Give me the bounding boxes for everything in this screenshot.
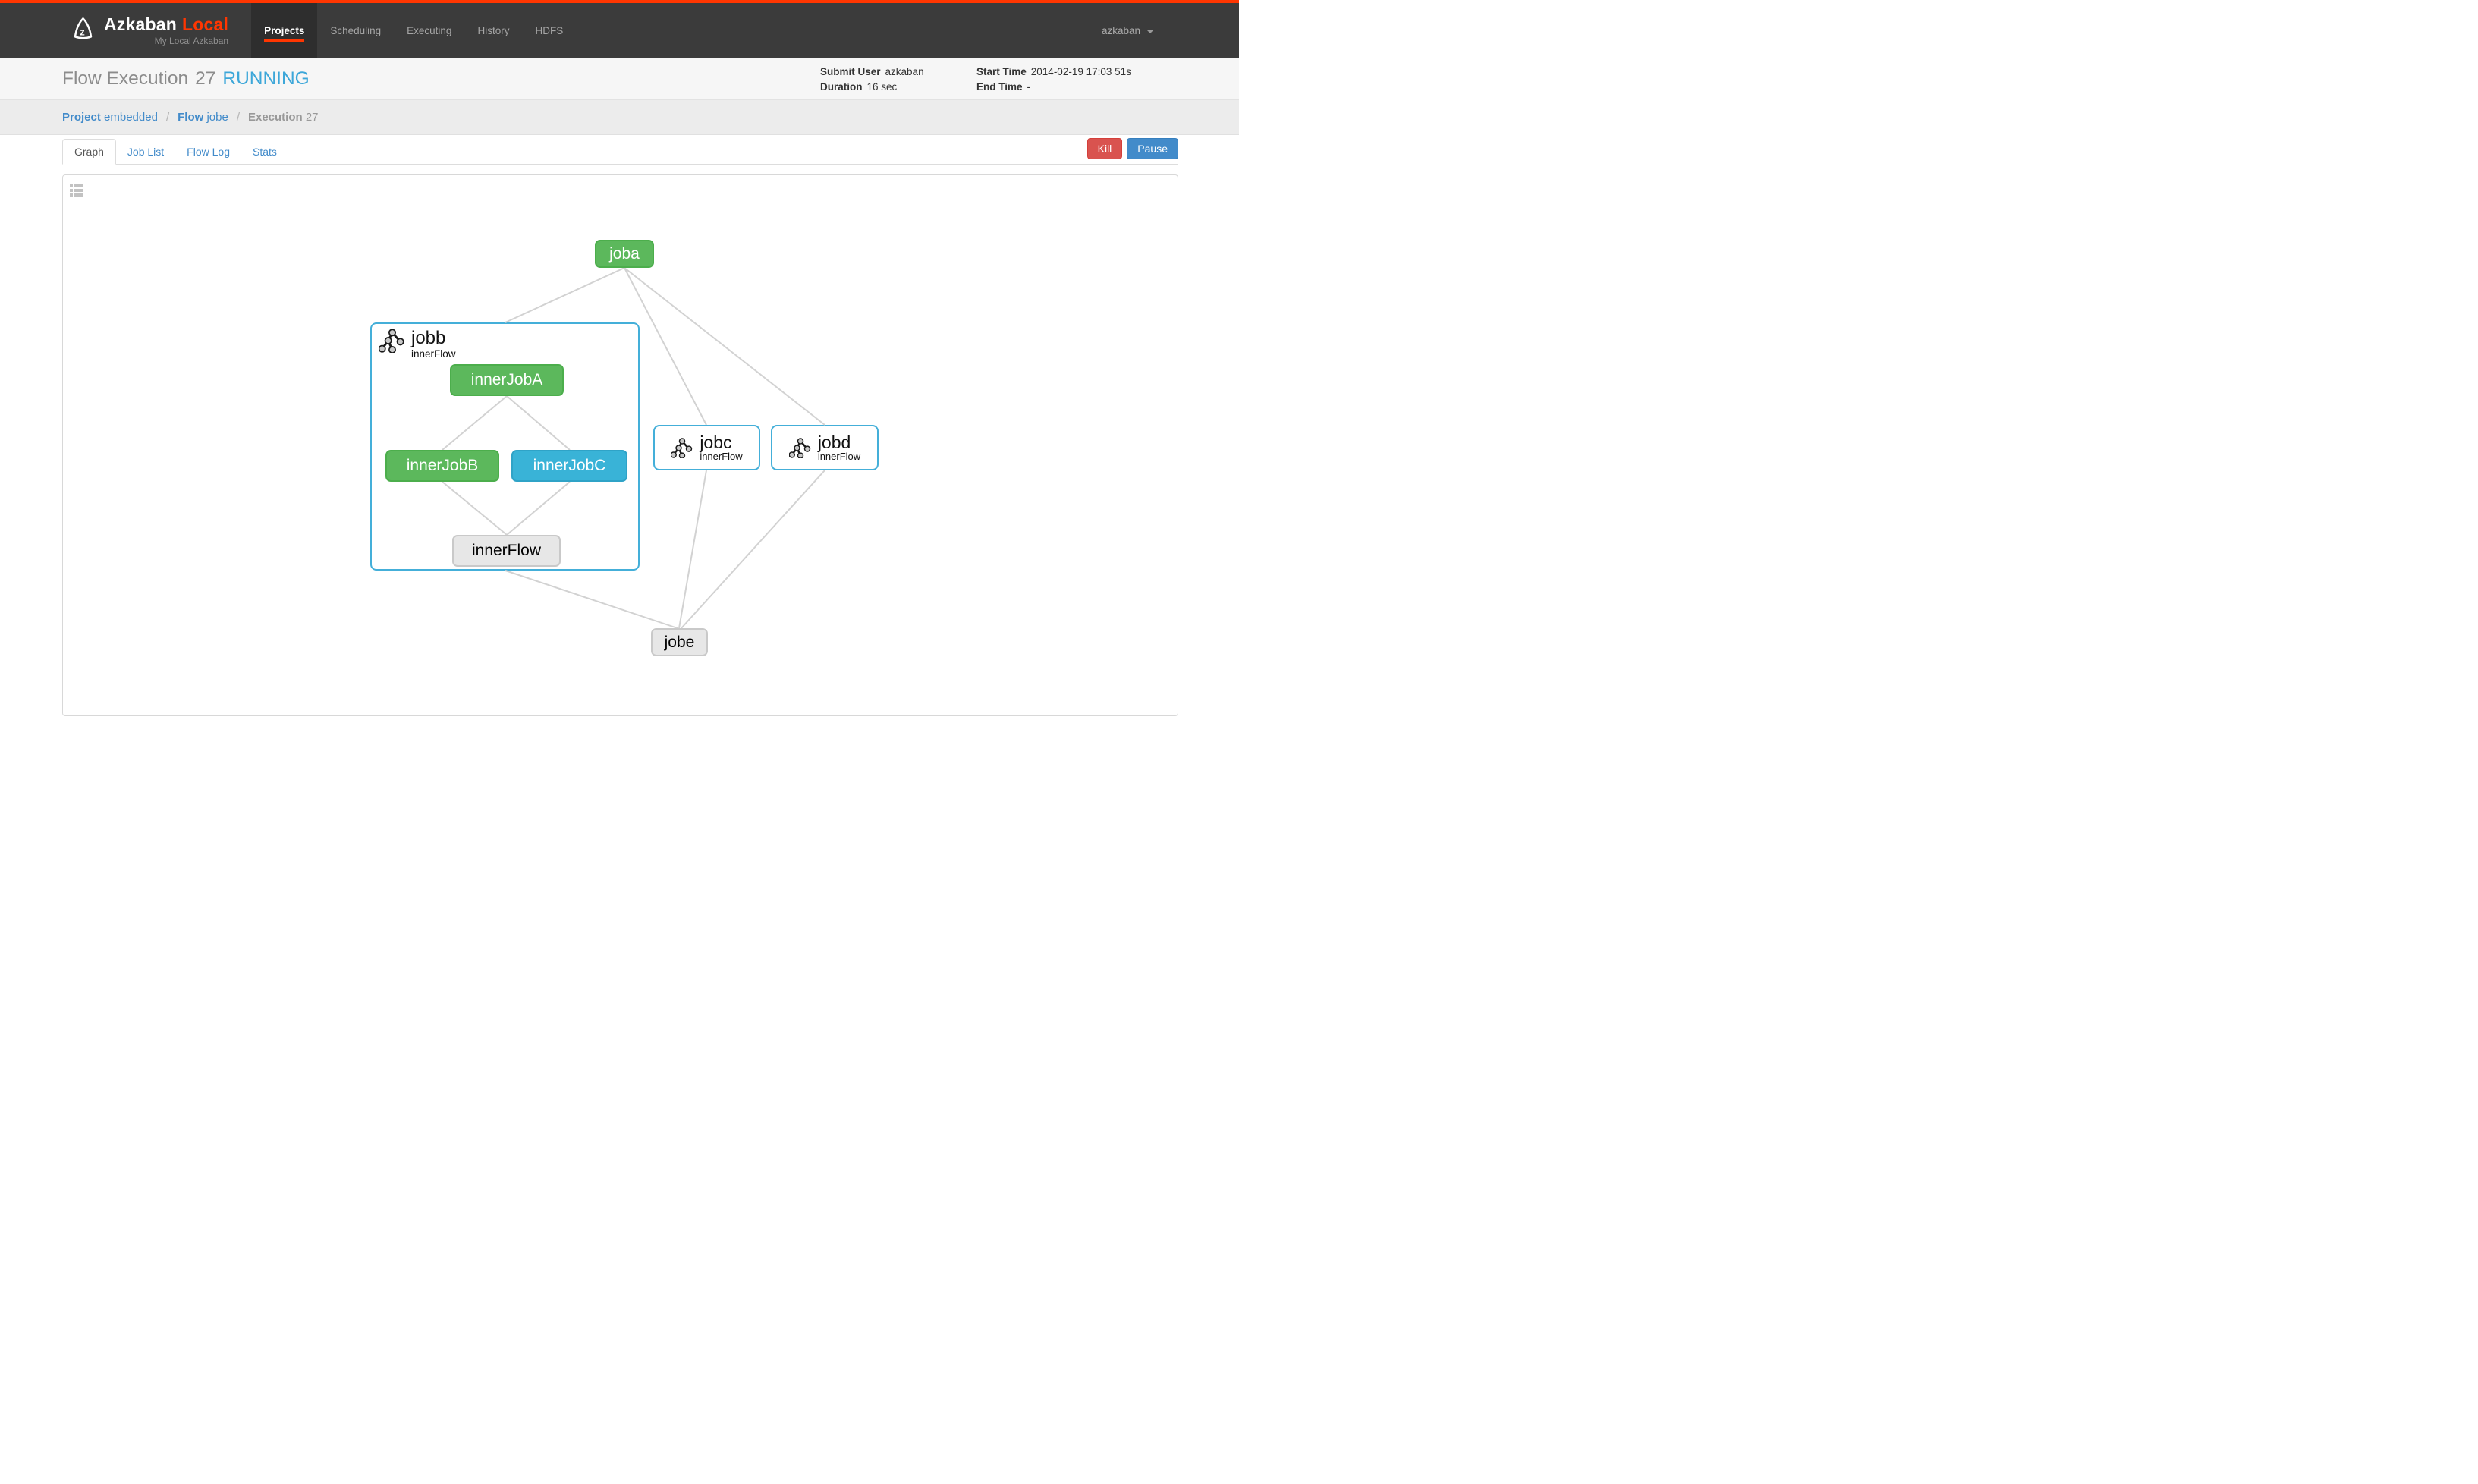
graph-node-jobe[interactable]: jobe xyxy=(651,628,708,656)
duration-value: 16 sec xyxy=(866,81,898,93)
tab-flow-log[interactable]: Flow Log xyxy=(187,146,230,158)
nav-item-hdfs[interactable]: HDFS xyxy=(535,24,564,36)
tab-job-list[interactable]: Job List xyxy=(127,146,165,158)
start-time-value: 2014-02-19 17:03 51s xyxy=(1030,66,1131,77)
azkaban-logo-icon: z xyxy=(71,17,95,44)
breadcrumb-project[interactable]: Project embedded xyxy=(62,111,158,124)
breadcrumb-separator: / xyxy=(236,111,240,124)
breadcrumb-execution: Execution 27 xyxy=(247,111,319,124)
flow-node-subtitle: innerFlow xyxy=(411,348,456,360)
duration-label: Duration xyxy=(820,81,863,93)
graph-node-innerJobC[interactable]: innerJobC xyxy=(511,450,627,482)
edge-jobb-to-jobe xyxy=(505,570,678,629)
tab-graph[interactable]: Graph xyxy=(62,139,116,165)
end-time-value: - xyxy=(1027,81,1031,93)
page-title: Flow Execution 27 RUNNING xyxy=(62,68,310,89)
tab-stats[interactable]: Stats xyxy=(252,146,277,158)
graph-node-joba[interactable]: joba xyxy=(595,240,654,268)
breadcrumb: Project embedded / Flow jobe / Execution… xyxy=(0,100,1239,135)
flow-icon xyxy=(671,437,693,458)
nav-item-history[interactable]: History xyxy=(477,24,510,36)
flow-node-title: jobc xyxy=(700,432,732,452)
flow-node-subtitle: innerFlow xyxy=(700,451,743,462)
svg-text:z: z xyxy=(80,27,84,38)
breadcrumb-flow[interactable]: Flow jobe xyxy=(178,111,228,124)
graph-node-innerFlow[interactable]: innerFlow xyxy=(452,535,561,567)
job-list-panel-icon[interactable] xyxy=(70,184,83,200)
flow-node-subtitle: innerFlow xyxy=(817,451,861,462)
main-nav: Projects Scheduling Executing History HD… xyxy=(251,3,576,58)
flow-header: Flow Execution 27 RUNNING Submit User azk… xyxy=(0,58,1239,100)
user-name: azkaban xyxy=(1101,24,1140,36)
flow-icon xyxy=(788,437,811,458)
submit-user-value: azkaban xyxy=(885,66,924,77)
edge-joba-to-jobb xyxy=(505,267,625,323)
nav-item-projects[interactable]: Projects xyxy=(251,3,318,58)
brand-mode: Local xyxy=(181,14,229,34)
status-badge: RUNNING xyxy=(222,68,310,89)
tab-bar: Graph Job List Flow Log Stats Kill Pause xyxy=(62,138,1178,165)
graph-node-innerJobA[interactable]: innerJobA xyxy=(450,364,564,396)
user-menu[interactable]: azkaban xyxy=(1102,3,1239,58)
edge-joba-to-jobd xyxy=(624,267,825,426)
nav-item-executing[interactable]: Executing xyxy=(407,24,452,36)
pause-button[interactable]: Pause xyxy=(1127,138,1178,159)
flow-icon xyxy=(379,329,404,353)
submit-user-label: Submit User xyxy=(820,66,881,77)
start-time-label: Start Time xyxy=(976,66,1027,77)
flow-node-title: jobd xyxy=(817,432,851,452)
execution-id: 27 xyxy=(195,68,216,89)
edge-jobd-to-jobe xyxy=(681,470,825,629)
nav-item-scheduling[interactable]: Scheduling xyxy=(330,24,382,36)
edge-jobc-to-jobe xyxy=(678,470,707,629)
brand-subtitle: My Local Azkaban xyxy=(154,36,229,46)
flow-node-title: jobb xyxy=(411,328,446,348)
end-time-label: End Time xyxy=(976,81,1023,93)
breadcrumb-separator: / xyxy=(165,111,170,124)
chevron-down-icon xyxy=(1146,29,1154,33)
kill-button[interactable]: Kill xyxy=(1086,138,1123,159)
graph-node-innerJobB[interactable]: innerJobB xyxy=(385,450,499,482)
